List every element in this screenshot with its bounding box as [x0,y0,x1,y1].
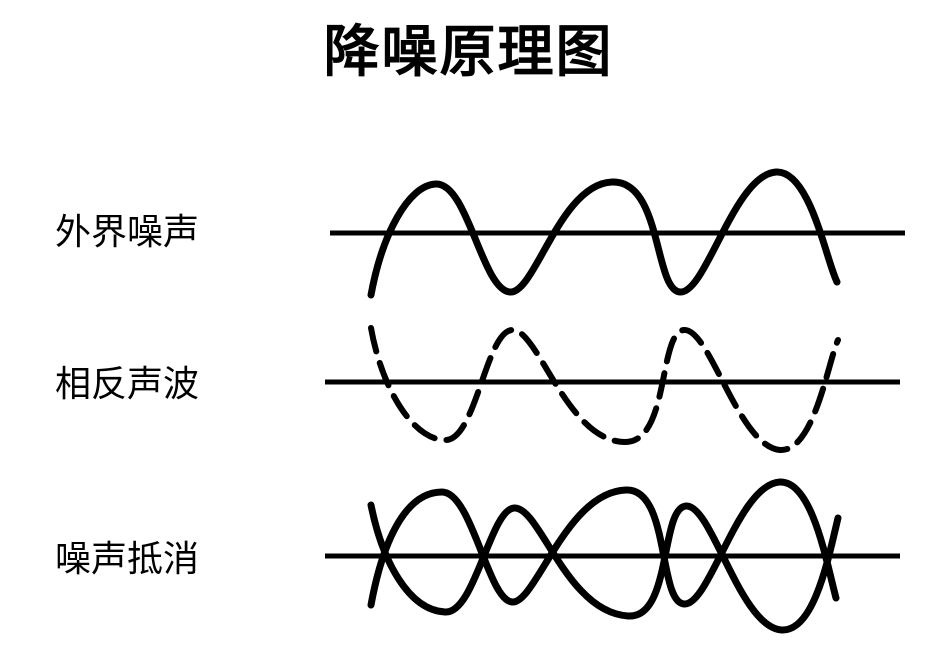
row-inverse-wave [325,325,900,454]
label-ambient-noise: 外界噪声 [55,212,200,253]
row-noise-cancellation [325,478,900,634]
noise-wave-overlay [367,501,842,634]
row-ambient-noise [330,168,905,299]
label-inverse-wave: 相反声波 [55,364,200,405]
noise-wave [367,168,841,299]
inverse-wave-overlay [367,478,840,609]
diagram-title: 降噪原理图 [323,20,614,85]
inverse-wave [368,325,841,454]
label-noise-cancellation: 噪声抵消 [55,539,200,580]
